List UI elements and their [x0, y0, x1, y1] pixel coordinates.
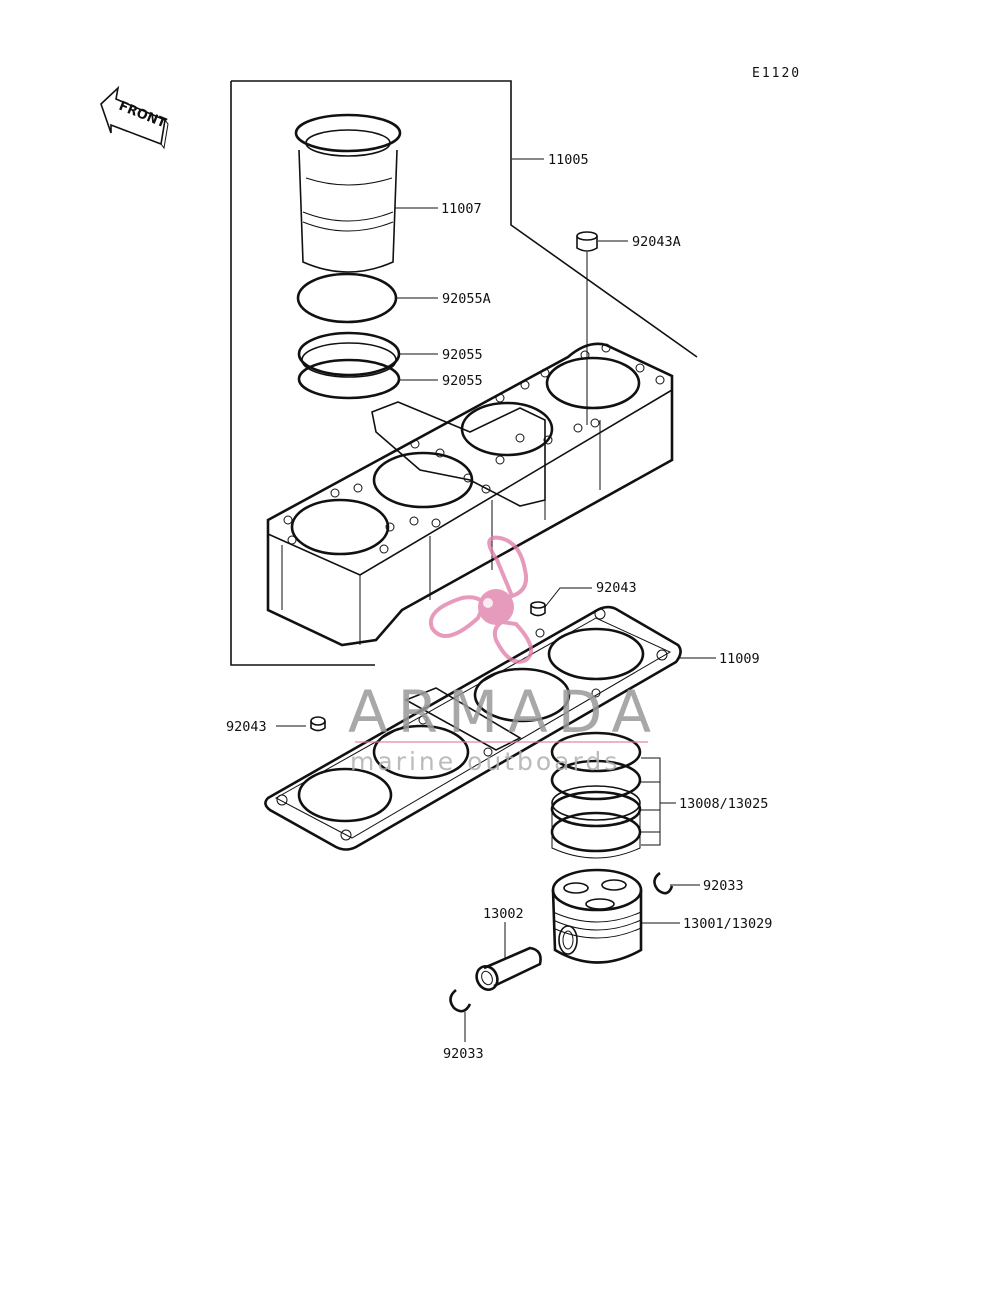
cylinder-liner: [294, 113, 402, 273]
label-92043-right: 92043: [596, 580, 637, 596]
dowel-pin-92043a: [576, 231, 598, 252]
label-92033-right: 92033: [703, 878, 744, 894]
label-92043-left: 92043: [226, 719, 267, 735]
watermark: ARMADA marine outboards: [348, 535, 661, 776]
cylinder-block: [266, 342, 674, 647]
head-gasket: [264, 605, 682, 851]
circlip-92033-bottom: [449, 988, 472, 1013]
watermark-tagline: marine outboards: [350, 747, 620, 776]
propeller-logo-icon: [428, 535, 534, 664]
label-92055-upper: 92055: [442, 347, 483, 363]
label-13008-13025: 13008/13025: [679, 796, 768, 812]
part-labels: 11005 11007 92043A 92055A 92055 92055 92…: [226, 152, 772, 1062]
piston: [551, 868, 643, 964]
label-11007: 11007: [441, 201, 482, 217]
front-label: FRONT: [117, 99, 169, 132]
o-rings-92055: [297, 331, 401, 400]
dowel-pin-92043-left: [310, 716, 326, 732]
piston-pin: [475, 946, 542, 991]
diagram-code: E1120: [752, 66, 801, 81]
circlip-92033-right: [653, 871, 674, 895]
label-11005: 11005: [548, 152, 589, 168]
label-92033-bottom: 92033: [443, 1046, 484, 1062]
label-13002: 13002: [483, 906, 524, 922]
dowel-pin-92043-right: [530, 601, 546, 617]
front-arrow-icon: FRONT: [100, 85, 169, 150]
piston-rings: [550, 731, 642, 859]
leader-lines: [276, 158, 716, 1042]
o-ring-92055a: [296, 272, 398, 324]
label-13001-13029: 13001/13029: [683, 916, 772, 932]
cylinder-assembly-bracket: [230, 80, 698, 666]
watermark-brand: ARMADA: [348, 678, 661, 746]
label-92043a: 92043A: [632, 234, 681, 250]
label-11009: 11009: [719, 651, 760, 667]
label-92055a: 92055A: [442, 291, 491, 307]
label-92055-lower: 92055: [442, 373, 483, 389]
